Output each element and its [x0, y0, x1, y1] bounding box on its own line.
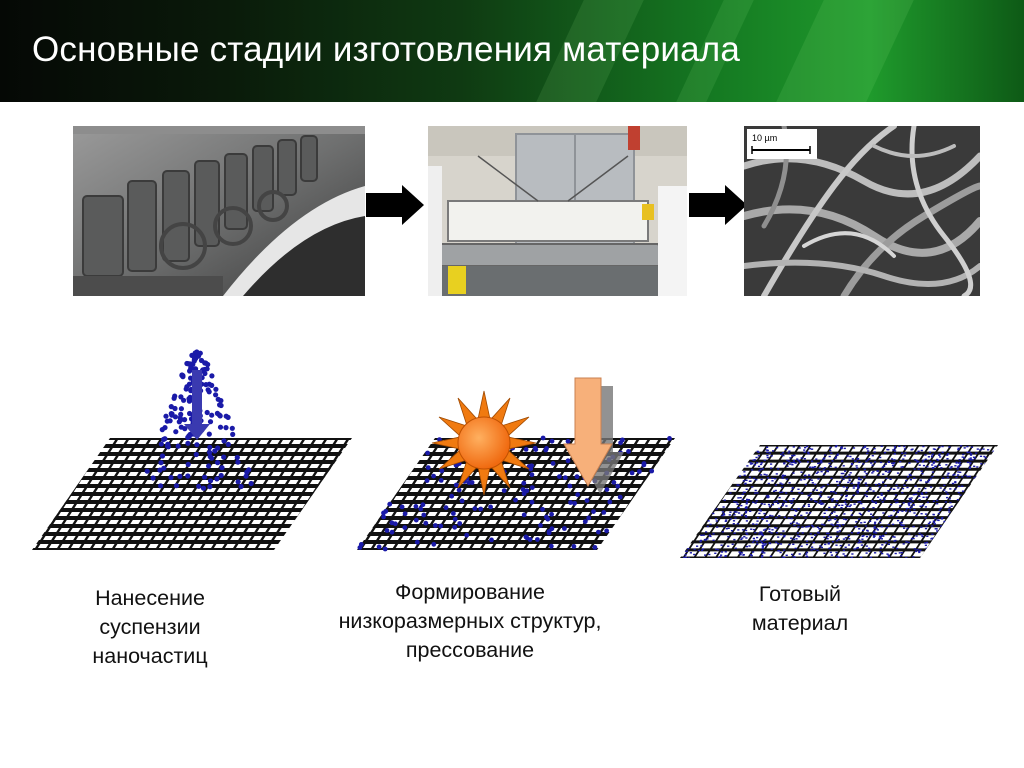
caption-line: низкоразмерных структур, — [338, 609, 602, 633]
caption-finished: Готовый материал — [700, 580, 900, 638]
caption-forming: Формирование низкоразмерных структур, пр… — [300, 578, 640, 665]
finished-material-particles — [683, 445, 995, 558]
spray-down-arrow-icon — [184, 370, 210, 440]
press-equipment-image — [428, 126, 687, 296]
header-light-streak — [776, 0, 914, 102]
process-schematic — [32, 349, 998, 558]
caption-coating: Нанесение суспензии наночастиц — [50, 584, 250, 671]
coating-machine-image — [73, 126, 365, 296]
scale-bar-box — [747, 129, 817, 159]
photo-coating-machine — [73, 126, 365, 296]
caption-line: наночастиц — [92, 644, 208, 668]
photo-press-equipment — [428, 126, 687, 296]
caption-line: прессование — [405, 638, 535, 662]
press-down-arrow-icon — [563, 377, 624, 494]
caption-line: суспензии — [99, 615, 201, 639]
stage-arrow-icon — [366, 185, 426, 230]
caption-line: Формирование — [395, 580, 545, 604]
caption-line: Готовый — [758, 582, 842, 606]
sun-icon — [431, 390, 537, 496]
stage-arrow-icon — [689, 185, 749, 230]
caption-line: материал — [751, 611, 849, 635]
caption-line: Нанесение — [95, 586, 205, 610]
slide-title: Основные стадии изготовления материала — [32, 30, 741, 69]
slide-header: Основные стадии изготовления материала — [0, 0, 1024, 102]
photo-sem-microstructure: 10 µm — [744, 126, 980, 296]
scale-bar-label: 10 µm — [752, 133, 777, 143]
substrate-mesh-coating — [32, 438, 352, 550]
nanoparticle-spray — [144, 349, 254, 491]
substrate-mesh-forming — [357, 438, 675, 550]
sem-image: 10 µm — [744, 126, 980, 296]
